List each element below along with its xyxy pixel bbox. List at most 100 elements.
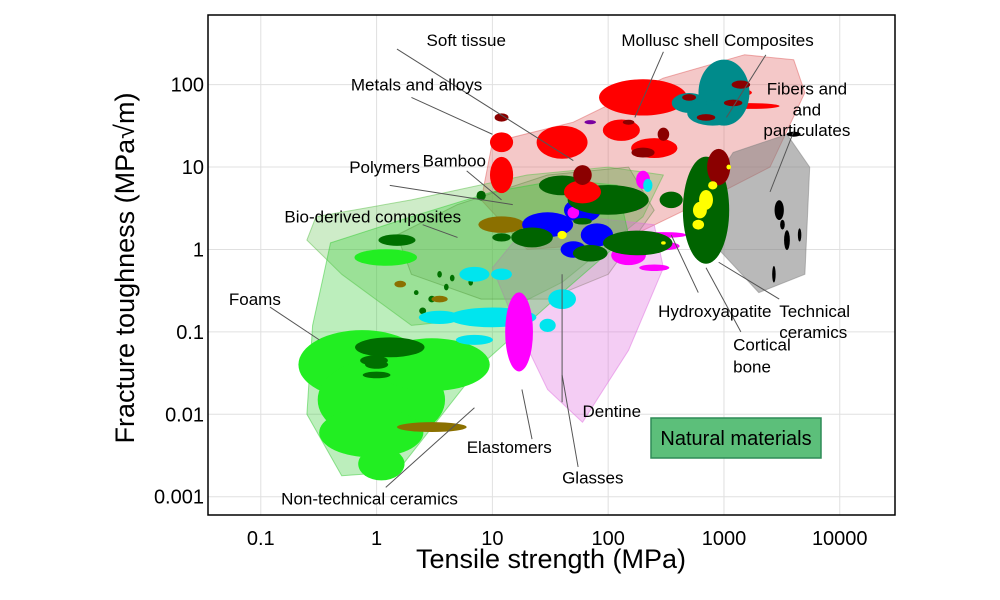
blob-foams [358, 447, 405, 481]
annotation-technical: Technical [779, 302, 850, 321]
y-tick-label: 0.001 [154, 487, 204, 509]
blob-composites [584, 120, 597, 125]
annotation-non-technical-ceramics: Non-technical ceramics [281, 490, 458, 509]
blob-technical-ceramics [573, 217, 592, 225]
legend: Natural materials [650, 417, 822, 459]
blob-bio-derived-composites [413, 290, 419, 296]
annotation-elastomers: Elastomers [467, 438, 552, 457]
blob-hydroxyapatite [692, 219, 705, 230]
annotation-cortical: Cortical [733, 336, 791, 355]
blob-polymers [459, 266, 490, 282]
blob-bio-derived-composites [394, 280, 407, 288]
blob-composites [682, 94, 697, 101]
blob-hydroxyapatite [661, 241, 666, 245]
blob-metals-and-alloys [536, 125, 588, 159]
x-tick-label: 10000 [812, 528, 868, 550]
blob-fibers-and-particulates [772, 266, 776, 283]
leader-line-soft-tissue [396, 48, 574, 161]
blob-fibers-and-particulates [797, 228, 802, 242]
blob-glasses [639, 264, 670, 272]
annotation-glasses: Glasses [562, 469, 623, 488]
blob-foams [365, 360, 389, 369]
leader-line-elastomers [521, 389, 533, 440]
leader-line-foams [269, 306, 320, 341]
blob-technical-ceramics [572, 245, 608, 262]
blob-foams [319, 407, 424, 458]
annotation-dentine: Dentine [582, 402, 641, 421]
blob-composites [657, 127, 670, 141]
blob-fibers-and-particulates [786, 131, 801, 137]
leader-line-cortical [705, 267, 742, 333]
blob-composites [723, 99, 743, 107]
material-blobs [298, 59, 802, 481]
blob-metals-and-alloys [602, 119, 640, 141]
leader-line-mollusc-shell [634, 51, 664, 118]
annotation-bone: bone [733, 358, 771, 377]
annotation-and: and [793, 100, 821, 119]
blob-hydroxyapatite [708, 181, 718, 190]
x-tick-label: 1 [371, 528, 382, 550]
blob-bio-derived-composites [437, 270, 442, 278]
leader-line-polymers [389, 184, 513, 206]
blob-glasses [567, 206, 580, 219]
blob-bio-derived-composites [354, 249, 418, 266]
y-tick-label: 10 [182, 157, 204, 179]
blob-metals-and-alloys [563, 180, 602, 204]
blob-composites [707, 148, 731, 186]
blob-composites [696, 114, 716, 121]
blob-foams [362, 371, 391, 379]
annotation-ceramics: ceramics [779, 323, 847, 342]
blob-polymers [491, 268, 512, 281]
blob-glasses [505, 292, 533, 372]
blob-bio-derived-composites [419, 307, 427, 315]
y-tick-label: 0.1 [176, 322, 204, 344]
annotation-mollusc-shell: Mollusc shell [621, 31, 718, 50]
leader-line-bio-derived-composites [422, 224, 458, 238]
blob-technical-ceramics [659, 191, 683, 209]
x-tick-label: 0.1 [247, 528, 275, 550]
leader-line-non-technical-ceramics [385, 407, 475, 488]
annotation-foams: Foams [229, 290, 281, 309]
blob-hydroxyapatite [692, 201, 707, 219]
y-tick-label: 0.01 [165, 404, 204, 426]
blob-bio-derived-composites [431, 295, 448, 303]
blob-metals-and-alloys [599, 79, 688, 116]
blob-technical-ceramics [602, 230, 673, 256]
y-tick-label: 1 [193, 239, 204, 261]
blob-technical-ceramics [476, 190, 486, 201]
annotation-metals-and-alloys: Metals and alloys [351, 76, 482, 95]
blob-foams [397, 422, 467, 433]
annotation-leaders [269, 48, 795, 488]
annotation-fibers-and: Fibers and [767, 79, 847, 98]
blob-metals-and-alloys [489, 132, 514, 153]
blob-foams [355, 337, 425, 358]
blob-polymers [539, 318, 556, 332]
blob-composites [631, 147, 655, 158]
blob-bio-derived-composites [478, 216, 525, 233]
blob-technical-ceramics [511, 227, 553, 248]
blob-cortical-bone [643, 178, 653, 192]
blob-bio-derived-composites [378, 234, 416, 246]
annotation-soft-tissue: Soft tissue [427, 31, 506, 50]
legend-label: Natural materials [660, 428, 811, 450]
annotation-hydroxyapatite: Hydroxyapatite [658, 302, 771, 321]
leader-line-hydroxyapatite [670, 234, 699, 293]
blob-hydroxyapatite [726, 164, 732, 170]
annotation-particulates: particulates [763, 121, 850, 140]
blob-composites [671, 93, 707, 113]
y-tick-labels: 0.001 0.01 0.1 1 10 100 [154, 75, 204, 509]
leader-line-technical [718, 261, 780, 300]
blob-metals-and-alloys [489, 156, 514, 194]
leader-line-bamboo [466, 170, 502, 201]
blob-bio-derived-composites [443, 283, 449, 291]
leader-line-particulates [769, 131, 795, 193]
blob-composites [622, 119, 635, 125]
leader-line-metals-and-alloys [411, 96, 493, 135]
annotation-bio-derived-composites: Bio-derived composites [284, 208, 461, 227]
x-tick-label: 100 [591, 528, 624, 550]
y-tick-label: 100 [171, 75, 204, 97]
blob-polymers [418, 310, 461, 324]
